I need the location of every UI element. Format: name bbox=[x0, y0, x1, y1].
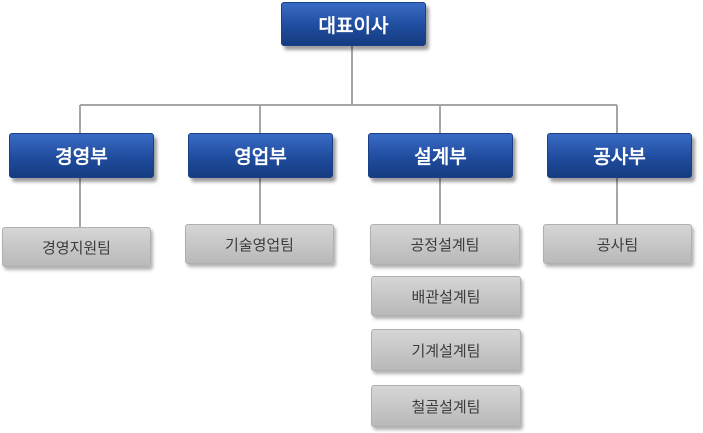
team-mechanical-design: 기계설계팀 bbox=[371, 329, 521, 371]
department-label: 공사부 bbox=[593, 146, 646, 168]
team-steel-design: 철골설계팀 bbox=[371, 385, 521, 427]
department-label: 영업부 bbox=[234, 146, 287, 168]
department-sales: 영업부 bbox=[188, 133, 333, 178]
department-management: 경영부 bbox=[9, 133, 154, 178]
department-design: 설계부 bbox=[368, 133, 513, 178]
team-management-support: 경영지원팀 bbox=[2, 227, 151, 267]
team-label: 경영지원팀 bbox=[41, 238, 111, 257]
team-technical-sales: 기술영업팀 bbox=[185, 224, 334, 264]
ceo-label: 대표이사 bbox=[318, 14, 389, 37]
team-process-design: 공정설계팀 bbox=[370, 224, 520, 265]
team-label: 배관설계팀 bbox=[411, 287, 481, 306]
department-construction: 공사부 bbox=[547, 133, 692, 178]
team-label: 공정설계팀 bbox=[410, 236, 480, 254]
team-label: 기계설계팀 bbox=[411, 341, 481, 360]
department-label: 경영부 bbox=[55, 146, 108, 168]
team-label: 기술영업팀 bbox=[224, 235, 294, 254]
team-label: 철골설계팀 bbox=[411, 397, 481, 416]
team-label: 공사팀 bbox=[596, 235, 639, 254]
ceo-box: 대표이사 bbox=[281, 2, 426, 46]
team-construction: 공사팀 bbox=[543, 224, 692, 264]
department-label: 설계부 bbox=[414, 146, 467, 168]
team-piping-design: 배관설계팀 bbox=[371, 276, 521, 316]
